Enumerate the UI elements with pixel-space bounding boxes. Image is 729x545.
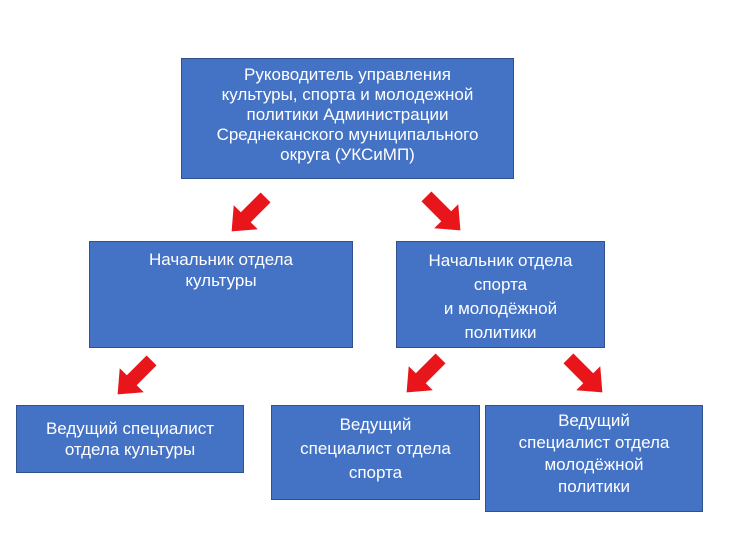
sport-chief-label: Начальник отдела спорта и молодёжной пол…	[428, 251, 573, 342]
culture-chief-label: Начальник отдела культуры	[149, 250, 293, 290]
arrow-sport-to-youth-icon	[563, 353, 603, 393]
arrow-sport-to-specialist-icon	[406, 353, 446, 393]
culture-specialist-box: Ведущий специалист отдела культуры	[16, 405, 244, 473]
youth-specialist-box: Ведущий специалист отдела молодёжной пол…	[485, 405, 703, 512]
youth-specialist-label: Ведущий специалист отдела молодёжной пол…	[518, 411, 670, 496]
sport-specialist-box: Ведущий специалист отдела спорта	[271, 405, 480, 500]
head-box: Руководитель управления культуры, спорта…	[181, 58, 514, 179]
arrow-culture-to-specialist-icon	[117, 355, 157, 395]
arrow-head-to-sport-icon	[421, 191, 461, 231]
sport-specialist-label: Ведущий специалист отдела спорта	[300, 415, 451, 482]
head-label: Руководитель управления культуры, спорта…	[216, 65, 479, 164]
culture-specialist-label: Ведущий специалист отдела культуры	[45, 419, 215, 459]
sport-chief-box: Начальник отдела спорта и молодёжной пол…	[396, 241, 605, 348]
arrow-head-to-culture-icon	[231, 192, 271, 232]
culture-chief-box: Начальник отдела культуры	[89, 241, 353, 348]
